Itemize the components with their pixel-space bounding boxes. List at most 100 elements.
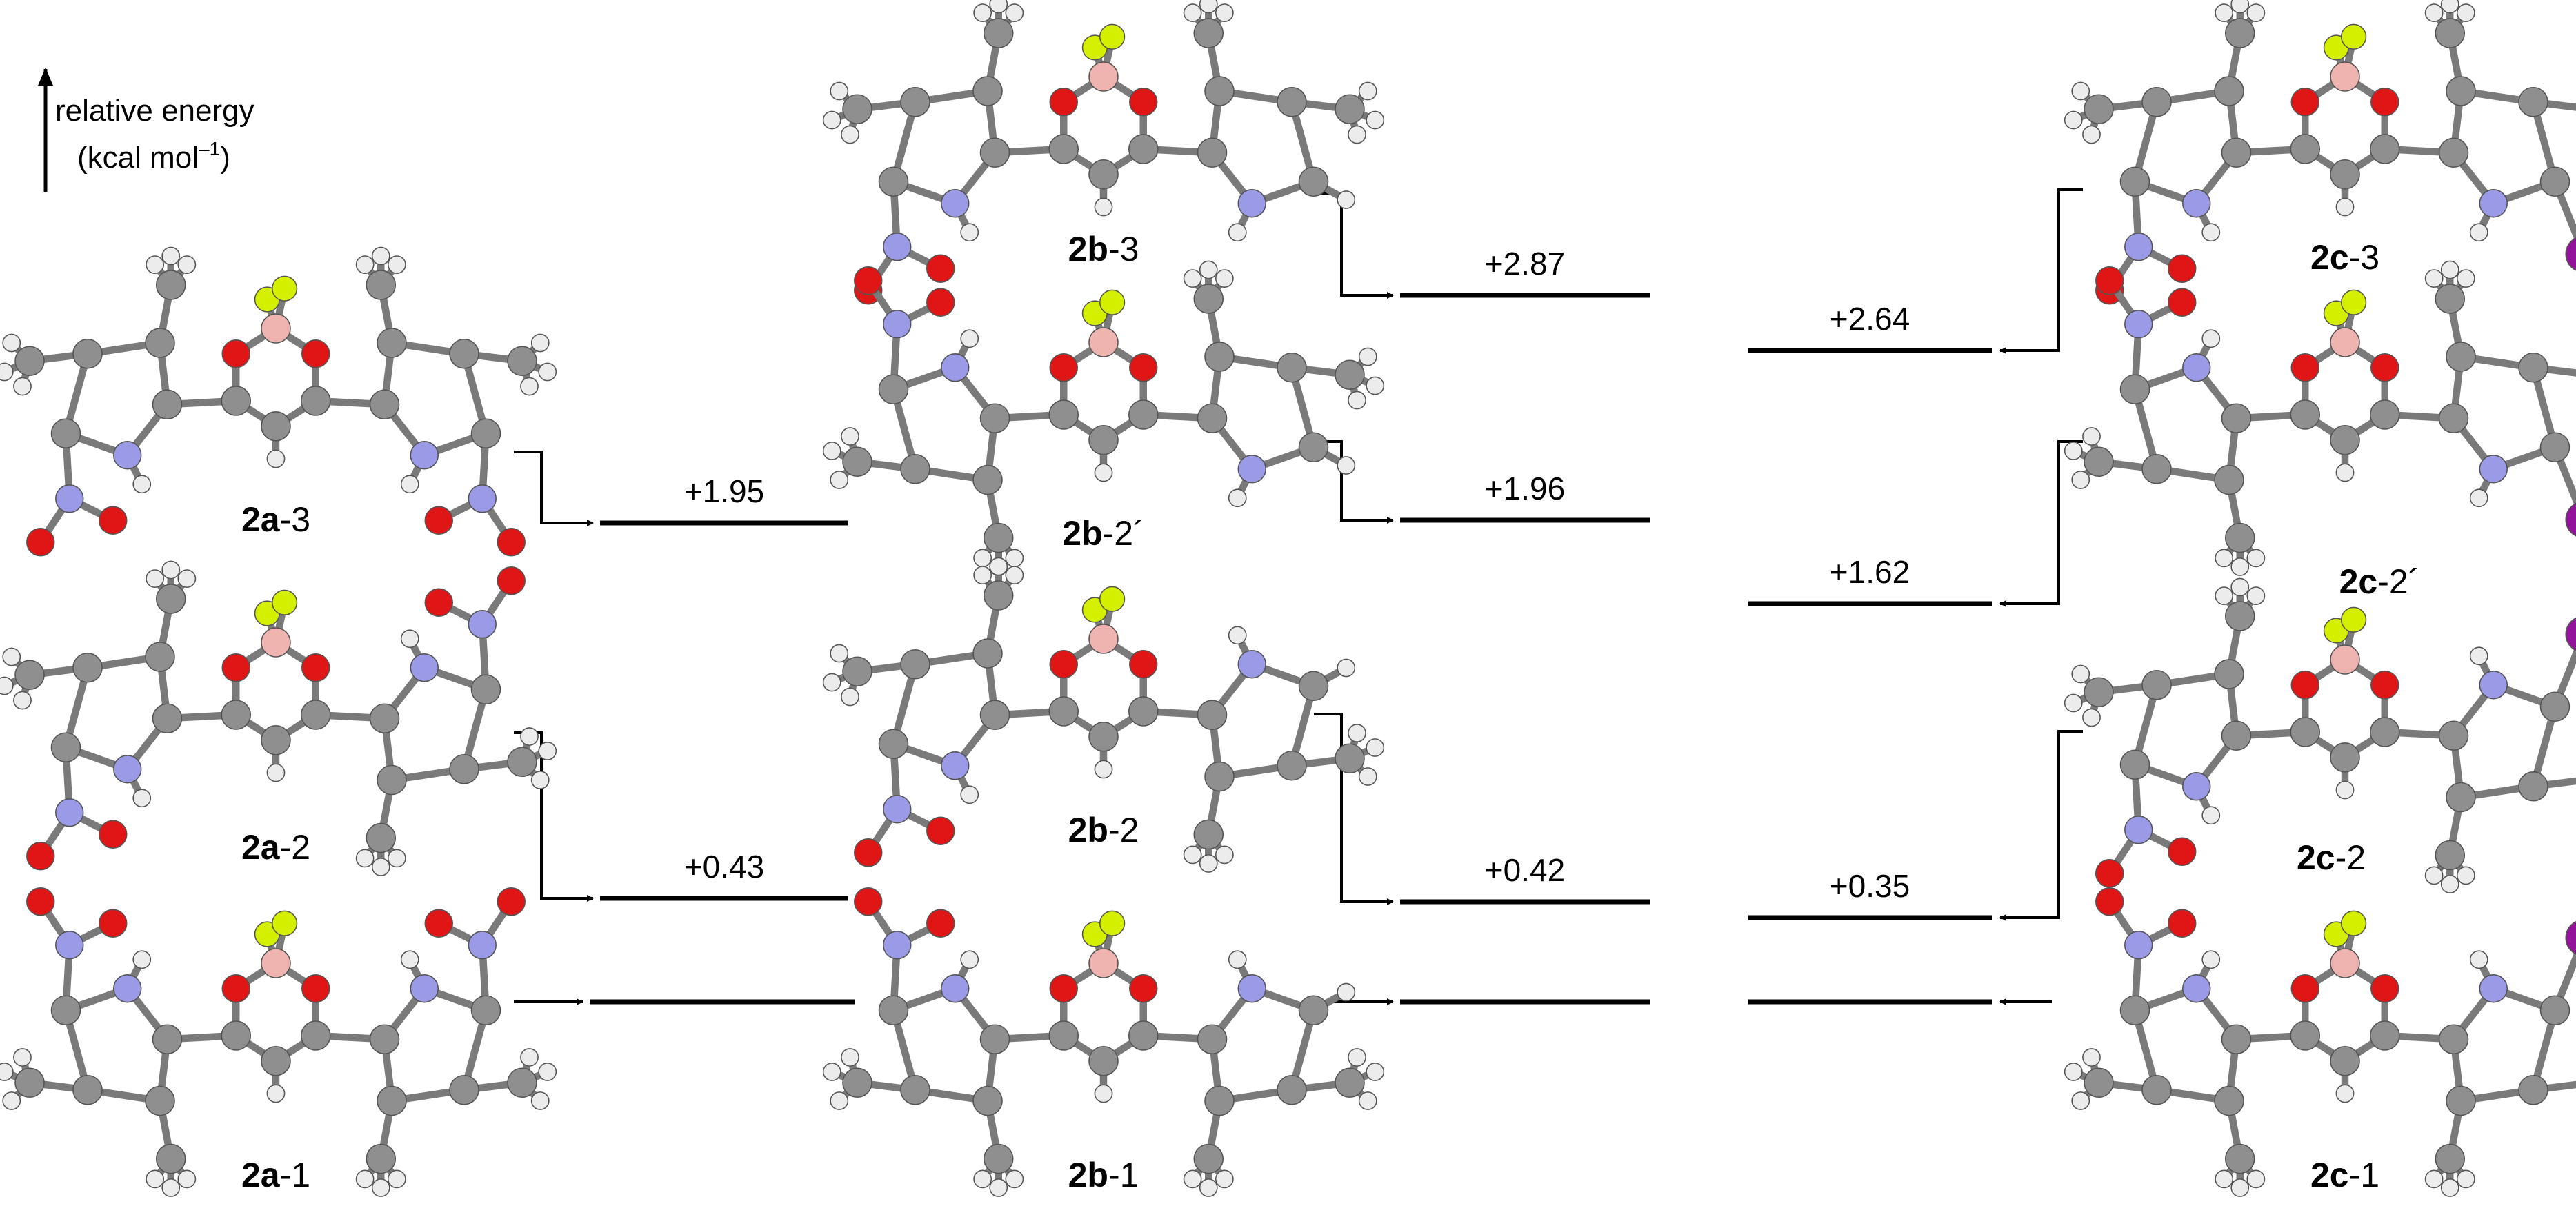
compound-label-2b-3: 2b-3 bbox=[1068, 230, 1139, 268]
hydrogen-atom bbox=[1183, 269, 1202, 288]
carbon-atom bbox=[1088, 159, 1119, 190]
hydrogen-atom bbox=[2424, 3, 2444, 22]
hydrogen-atom bbox=[830, 471, 849, 489]
oxygen-atom bbox=[854, 838, 883, 867]
nitrogen-atom bbox=[2479, 455, 2508, 484]
nitrogen-atom bbox=[1237, 189, 1266, 218]
hydrogen-atom bbox=[1199, 854, 1218, 873]
carbon-atom bbox=[2435, 1143, 2466, 1174]
carbon-atom bbox=[972, 1085, 1003, 1116]
oxygen-atom bbox=[1129, 353, 1158, 382]
nitrogen-atom bbox=[55, 931, 84, 960]
hydrogen-atom bbox=[989, 1178, 1008, 1197]
arrow-2c-3 bbox=[1999, 188, 2083, 354]
carbon-atom bbox=[979, 137, 1010, 168]
carbon-atom bbox=[2438, 403, 2469, 434]
hydrogen-atom bbox=[1358, 347, 1377, 366]
hydrogen-atom bbox=[1228, 950, 1247, 969]
carbon-atom bbox=[377, 1085, 407, 1116]
hydrogen-atom bbox=[2440, 875, 2459, 893]
carbon-atom bbox=[2330, 1045, 2360, 1076]
carbon-atom bbox=[50, 995, 81, 1026]
carbon-atom bbox=[2084, 446, 2114, 477]
compound-label-2c-2: 2c-2 bbox=[2297, 838, 2366, 877]
hydrogen-atom bbox=[2456, 269, 2475, 288]
carbon-atom bbox=[2369, 134, 2400, 164]
nitrogen-atom bbox=[2182, 353, 2211, 382]
hydrogen-atom bbox=[1348, 125, 1366, 144]
carbon-atom bbox=[2539, 166, 2570, 197]
oxygen-atom bbox=[2290, 88, 2319, 117]
carbon-atom bbox=[2221, 403, 2252, 434]
carbon-atom bbox=[900, 649, 930, 680]
carbon-atom bbox=[1048, 1020, 1079, 1051]
carbon-atom bbox=[300, 386, 331, 416]
hydrogen-atom bbox=[2230, 0, 2250, 14]
nitrogen-atom bbox=[883, 931, 912, 960]
carbon-atom bbox=[2221, 1024, 2252, 1055]
oxygen-atom bbox=[926, 254, 955, 283]
carbon-atom bbox=[2446, 782, 2476, 813]
hydrogen-atom bbox=[355, 849, 375, 868]
oxygen-atom bbox=[26, 842, 55, 871]
hydrogen-atom bbox=[0, 1063, 14, 1081]
compound-label-2a-2: 2a-2 bbox=[241, 828, 310, 867]
energy-values: +1.95 +0.43 +2.87 +1.96 +0.42 +2.64 +1.6… bbox=[684, 246, 1910, 904]
hydrogen-atom bbox=[0, 362, 14, 382]
oxygen-atom bbox=[2370, 353, 2399, 382]
carbon-atom bbox=[1204, 76, 1235, 106]
hydrogen-atom bbox=[13, 377, 32, 396]
hydrogen-atom bbox=[146, 569, 165, 588]
iodine-atom bbox=[2565, 617, 2576, 651]
nitrogen-atom bbox=[2182, 974, 2211, 1003]
carbon-atom bbox=[507, 1067, 537, 1098]
compound-label-2c-1: 2c-1 bbox=[2310, 1156, 2379, 1194]
carbon-atom bbox=[1048, 399, 1079, 430]
molecule-2b-1 bbox=[822, 887, 1385, 1197]
hydrogen-atom bbox=[2424, 1169, 2444, 1189]
carbon-atom bbox=[2539, 432, 2570, 463]
hydrogen-atom bbox=[2469, 950, 2488, 969]
molecule-2c-1 bbox=[2064, 887, 2576, 1197]
hydrogen-atom bbox=[1366, 376, 1385, 395]
hydrogen-atom bbox=[830, 1091, 849, 1110]
carbon-atom bbox=[1128, 696, 1159, 727]
hydrogen-atom bbox=[2082, 125, 2101, 144]
carbon-atom bbox=[878, 374, 909, 405]
hydrogen-atom bbox=[989, 557, 1008, 576]
carbon-atom bbox=[221, 386, 252, 416]
oxygen-atom bbox=[2095, 887, 2124, 916]
fluorine-atom bbox=[2340, 23, 2367, 50]
carbon-atom bbox=[2330, 159, 2360, 190]
hydrogen-atom bbox=[2469, 488, 2488, 508]
carbon-atom bbox=[1204, 761, 1235, 792]
carbon-atom bbox=[2435, 18, 2466, 48]
hydrogen-atom bbox=[161, 560, 181, 580]
arrow-2b-3 bbox=[1314, 192, 1394, 299]
carbon-atom bbox=[878, 166, 909, 197]
carbon-atom bbox=[878, 995, 909, 1026]
hydrogen-atom bbox=[1337, 982, 1356, 1002]
carbon-atom bbox=[842, 1067, 872, 1098]
oxygen-atom bbox=[926, 816, 955, 845]
carbon-atom bbox=[470, 418, 501, 449]
nitrogen-atom bbox=[410, 974, 439, 1003]
hydrogen-atom bbox=[266, 763, 286, 782]
carbon-atom bbox=[2214, 76, 2244, 106]
energy-axis: relative energy (kcal mol–1) bbox=[38, 68, 254, 192]
hydrogen-atom bbox=[132, 789, 152, 808]
hydrogen-atom bbox=[2246, 1169, 2266, 1189]
hydrogen-atom bbox=[960, 223, 979, 242]
hydrogen-atom bbox=[960, 785, 979, 804]
hydrogen-atom bbox=[1337, 190, 1356, 209]
oxygen-atom bbox=[221, 974, 250, 1003]
hydrogen-atom bbox=[266, 449, 286, 468]
hydrogen-atom bbox=[530, 333, 550, 353]
hydrogen-atom bbox=[2456, 3, 2475, 22]
hydrogen-atom bbox=[1215, 1169, 1234, 1189]
carbon-atom bbox=[369, 703, 400, 734]
boron-atom bbox=[261, 627, 291, 658]
hydrogen-atom bbox=[538, 1063, 557, 1081]
carbon-atom bbox=[152, 389, 183, 420]
carbon-atom bbox=[470, 995, 501, 1026]
